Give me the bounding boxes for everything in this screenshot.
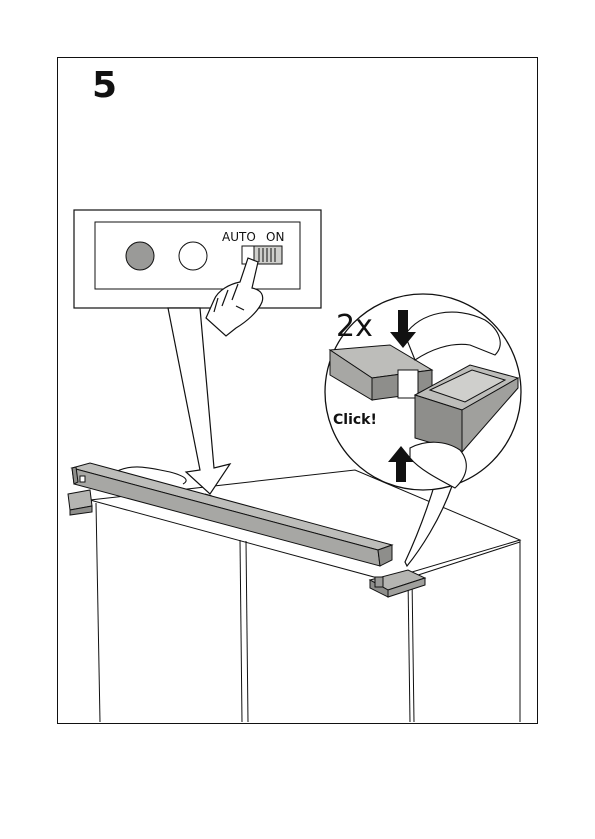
control-panel-callout: AUTO ON — [74, 210, 321, 494]
label-on: ON — [266, 230, 284, 244]
bracket-left — [68, 490, 92, 515]
click-label: Click! — [333, 412, 377, 428]
repeat-label: 2x — [336, 309, 373, 344]
sensor-button — [179, 242, 207, 270]
indicator-led — [126, 242, 154, 270]
cabinet — [90, 470, 520, 722]
callout-pointer — [168, 308, 230, 494]
label-auto: AUTO — [222, 230, 256, 244]
